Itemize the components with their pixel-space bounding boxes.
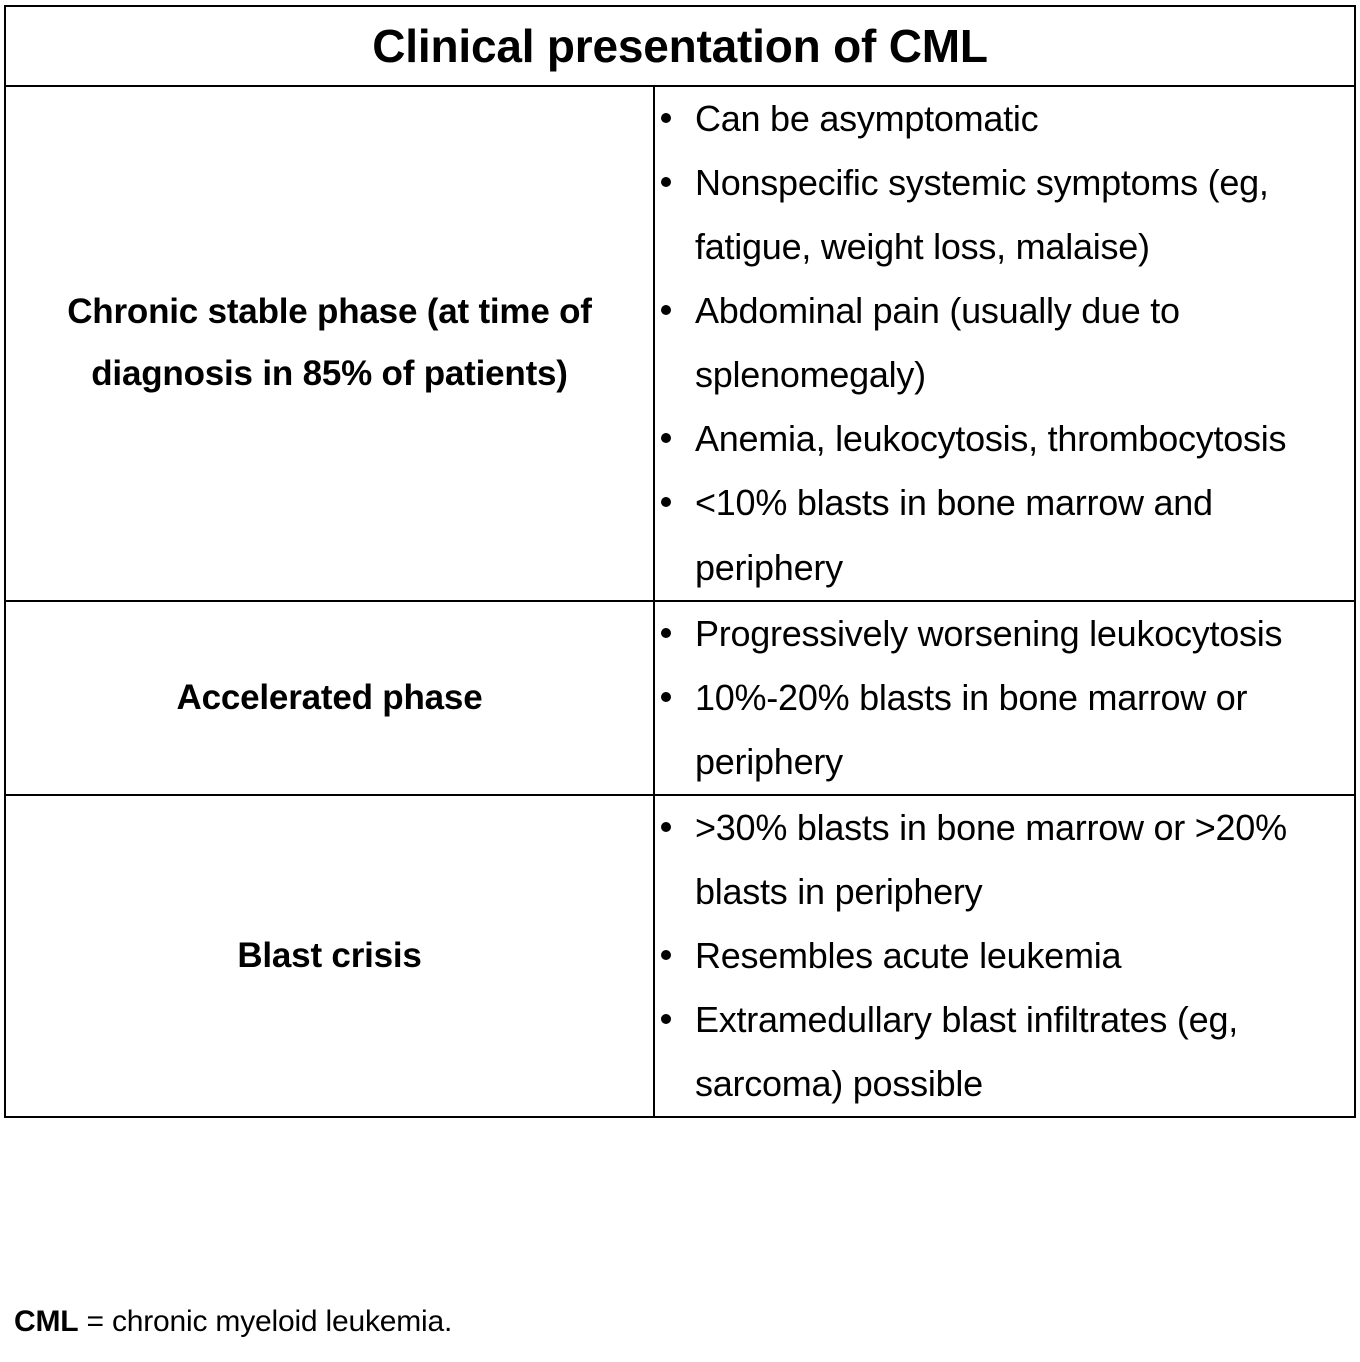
bullet-list: >30% blasts in bone marrow or >20% blast…: [655, 796, 1354, 1116]
phase-cell-accelerated: Accelerated phase: [4, 599, 655, 796]
detail-cell-accelerated: Progressively worsening leukocytosis 10%…: [652, 599, 1357, 796]
phase-cell-blast-crisis: Blast crisis: [4, 793, 655, 1119]
footnote: CML = chronic myeloid leukemia.: [14, 1302, 452, 1341]
detail-cell-blast-crisis: >30% blasts in bone marrow or >20% blast…: [652, 793, 1357, 1119]
table-row: Blast crisis >30% blasts in bone marrow …: [4, 793, 1357, 1119]
list-item: Can be asymptomatic: [655, 87, 1354, 151]
table-title-row: Clinical presentation of CML: [3, 5, 1357, 87]
clinical-presentation-table: Clinical presentation of CML Chronic sta…: [3, 5, 1357, 1119]
list-item: Nonspecific systemic symptoms (eg, fatig…: [655, 151, 1354, 279]
list-item: <10% blasts in bone marrow and periphery: [655, 471, 1354, 599]
bullet-list: Can be asymptomatic Nonspecific systemic…: [655, 87, 1354, 600]
phase-label: Accelerated phase: [176, 677, 483, 717]
list-item: Extramedullary blast infiltrates (eg, sa…: [655, 988, 1354, 1116]
list-item: Abdominal pain (usually due to splenomeg…: [655, 279, 1354, 407]
list-item: >30% blasts in bone marrow or >20% blast…: [655, 796, 1354, 924]
table-row: Accelerated phase Progressively worsenin…: [4, 599, 1357, 796]
bullet-list: Progressively worsening leukocytosis 10%…: [655, 602, 1354, 794]
phase-cell-chronic-stable: Chronic stable phase (at time of diagnos…: [4, 85, 655, 602]
detail-cell-chronic-stable: Can be asymptomatic Nonspecific systemic…: [652, 85, 1357, 602]
footnote-abbreviation: CML: [14, 1305, 79, 1338]
list-item: 10%-20% blasts in bone marrow or periphe…: [655, 666, 1354, 794]
phase-label: Blast crisis: [237, 935, 422, 975]
phase-label: Chronic stable phase (at time of diagnos…: [67, 292, 592, 394]
list-item: Resembles acute leukemia: [655, 924, 1354, 988]
footnote-definition: = chronic myeloid leukemia.: [78, 1305, 453, 1338]
page-title: Clinical presentation of CML: [372, 19, 988, 72]
list-item: Anemia, leukocytosis, thrombocytosis: [655, 407, 1354, 471]
table-title-cell: Clinical presentation of CML: [3, 5, 1357, 87]
list-item: Progressively worsening leukocytosis: [655, 602, 1354, 666]
table-row: Chronic stable phase (at time of diagnos…: [4, 85, 1357, 602]
